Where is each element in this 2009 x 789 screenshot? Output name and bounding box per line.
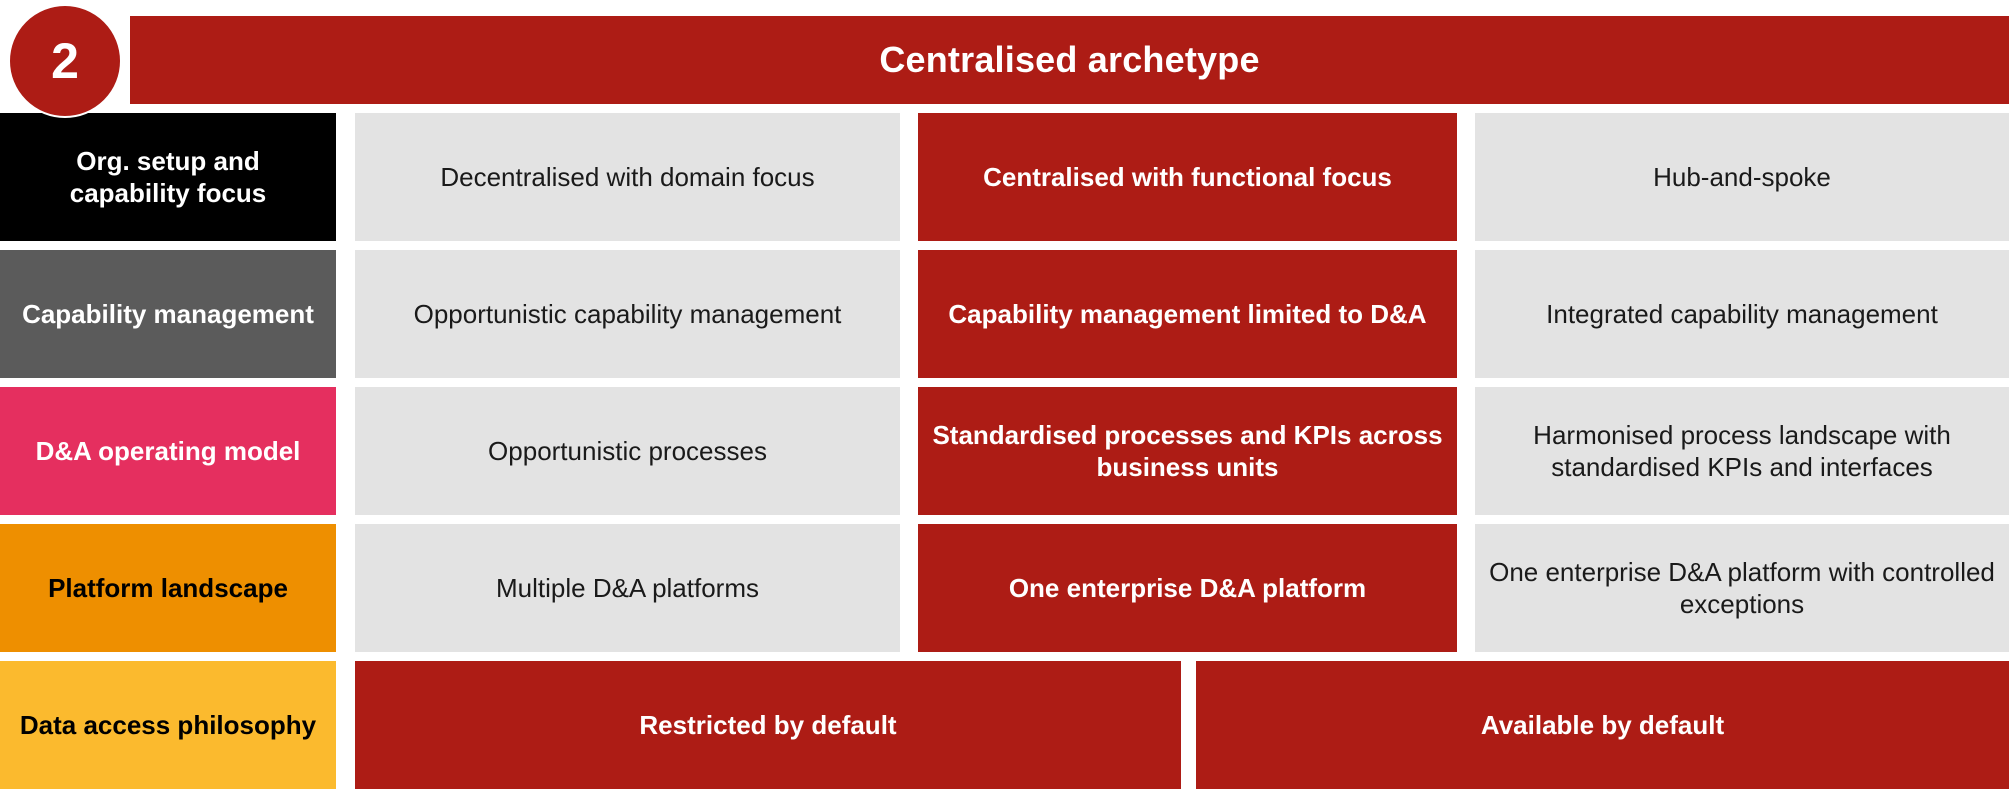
cell-r1-c2[interactable]: Centralised with functional focus: [918, 113, 1457, 241]
row-label-data-access-philosophy: Data access philosophy: [0, 661, 336, 789]
cell-r4-c1[interactable]: Multiple D&A platforms: [355, 524, 900, 652]
cell-r2-c1[interactable]: Opportunistic capability management: [355, 250, 900, 378]
cell-r5-restricted[interactable]: Restricted by default: [355, 661, 1181, 789]
table-row: D&A operating model Opportunistic proces…: [0, 387, 2009, 515]
cell-r2-c3[interactable]: Integrated capability management: [1475, 250, 2009, 378]
table-row: Capability management Opportunistic capa…: [0, 250, 2009, 378]
cell-r3-c2[interactable]: Standardised processes and KPIs across b…: [918, 387, 1457, 515]
cell-r4-c3[interactable]: One enterprise D&A platform with control…: [1475, 524, 2009, 652]
page-title: Centralised archetype: [879, 39, 1260, 81]
row-label-da-operating-model: D&A operating model: [0, 387, 336, 515]
step-badge: 2: [8, 4, 122, 118]
table-row: Platform landscape Multiple D&A platform…: [0, 524, 2009, 652]
step-badge-number: 2: [51, 33, 79, 89]
row-label-platform-landscape: Platform landscape: [0, 524, 336, 652]
archetype-matrix: Centralised archetype 2 Org. setup and c…: [0, 4, 2009, 789]
row-label-org-setup: Org. setup and capability focus: [0, 113, 336, 241]
cell-r3-c1[interactable]: Opportunistic processes: [355, 387, 900, 515]
cell-r3-c3[interactable]: Harmonised process landscape with standa…: [1475, 387, 2009, 515]
table-row: Org. setup and capability focus Decentra…: [0, 113, 2009, 241]
table-row: Data access philosophy Restricted by def…: [0, 661, 2009, 789]
cell-r2-c2[interactable]: Capability management limited to D&A: [918, 250, 1457, 378]
cell-r1-c3[interactable]: Hub-and-spoke: [1475, 113, 2009, 241]
cell-r5-available[interactable]: Available by default: [1196, 661, 2009, 789]
cell-r1-c1[interactable]: Decentralised with domain focus: [355, 113, 900, 241]
header-bar: Centralised archetype: [130, 16, 2009, 104]
matrix-grid: Org. setup and capability focus Decentra…: [0, 113, 2009, 789]
row-label-capability-management: Capability management: [0, 250, 336, 378]
cell-r4-c2[interactable]: One enterprise D&A platform: [918, 524, 1457, 652]
